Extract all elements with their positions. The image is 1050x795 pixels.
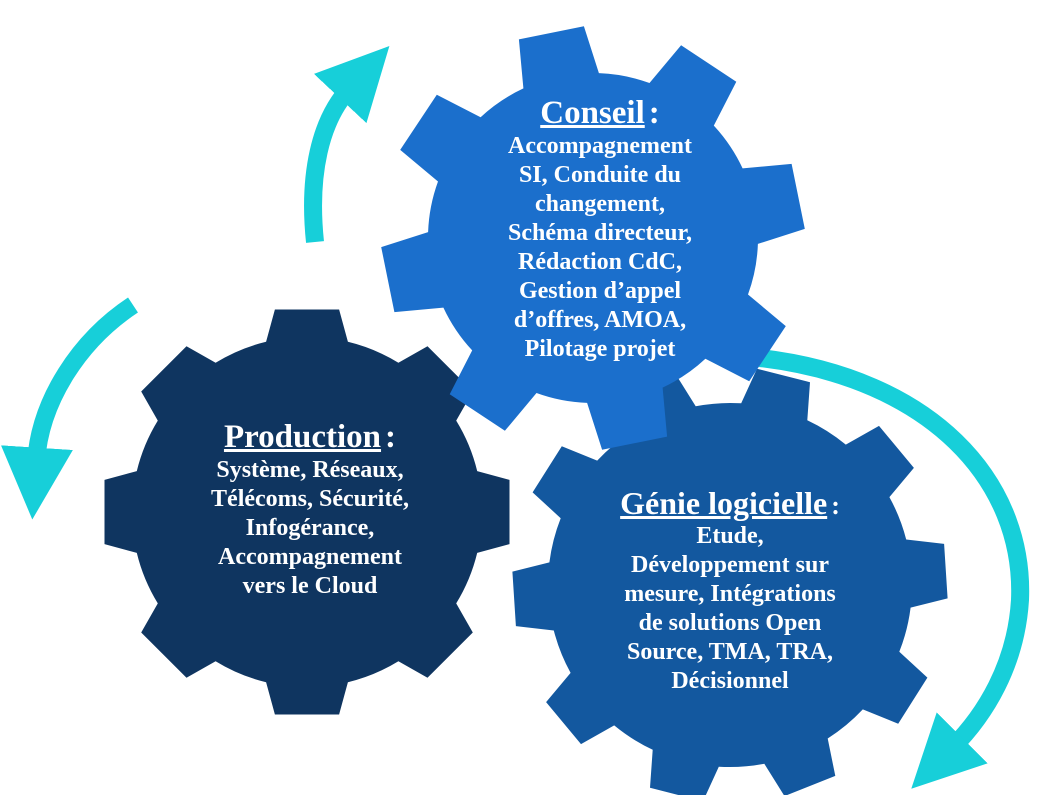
genie-heading: Génie logicielle : xyxy=(560,484,900,522)
genie-description: Etude, Développement sur mesure, Intégra… xyxy=(560,522,900,696)
arrow-production-to-conseil xyxy=(304,45,390,243)
conseil-line: Accompagnement xyxy=(508,133,692,159)
genie-line: Source, TMA, TRA, xyxy=(626,639,833,665)
conseil-line: d’offres, AMOA, xyxy=(513,307,687,333)
conseil-text: Conseil : Accompagnement SI, Conduite du… xyxy=(470,94,730,364)
genie-title: Génie logicielle xyxy=(620,485,828,521)
production-line: Accompagnement xyxy=(218,544,402,570)
arrow-conseil-to-genie xyxy=(758,349,1030,789)
genie-line: mesure, Intégrations xyxy=(624,581,836,607)
conseil-title: Conseil xyxy=(540,95,645,131)
production-description: Système, Réseaux, Télécoms, Sécurité, In… xyxy=(160,456,460,601)
genie-line: Développement sur xyxy=(631,552,829,578)
genie-line: Décisionnel xyxy=(671,668,789,694)
conseil-line: changement, xyxy=(535,191,665,217)
production-line: vers le Cloud xyxy=(242,573,378,599)
gear-production xyxy=(104,309,510,715)
gear-conseil xyxy=(381,26,805,450)
genie-line: Etude, xyxy=(696,523,764,549)
production-line: Infogérance, xyxy=(245,515,375,541)
production-title-colon: : xyxy=(385,419,397,455)
conseil-line: Gestion d’appel xyxy=(518,278,682,304)
conseil-line: SI, Conduite du xyxy=(518,162,682,188)
genie-line: de solutions Open xyxy=(638,610,822,636)
conseil-heading: Conseil : xyxy=(470,94,730,132)
arrow-left-cycle xyxy=(1,297,139,520)
genie-text: Génie logicielle : Etude, Développement … xyxy=(560,484,900,696)
conseil-line: Rédaction CdC, xyxy=(517,249,682,275)
conseil-title-colon: : xyxy=(648,95,660,131)
production-line: Système, Réseaux, xyxy=(216,457,404,483)
conseil-line: Pilotage projet xyxy=(524,336,676,362)
production-heading: Production : xyxy=(160,418,460,456)
gear-genie-logicielle xyxy=(512,368,948,795)
production-text: Production : Système, Réseaux, Télécoms,… xyxy=(160,418,460,601)
production-title: Production xyxy=(223,419,382,455)
conseil-line: Schéma directeur, xyxy=(508,220,692,246)
conseil-description: Accompagnement SI, Conduite du changemen… xyxy=(470,132,730,364)
genie-title-colon: : xyxy=(831,491,840,520)
production-line: Télécoms, Sécurité, xyxy=(211,486,409,512)
